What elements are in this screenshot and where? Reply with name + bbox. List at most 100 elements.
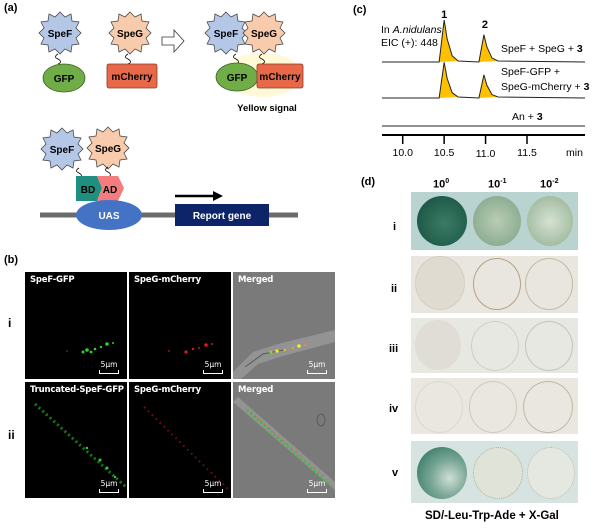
- micrograph-truncated-spef-gfp: Truncated-SpeF-GFP 5μm: [25, 382, 127, 498]
- annotation-eic: EIC (+): 448: [381, 37, 438, 49]
- bd-label: BD: [81, 185, 95, 196]
- gfp-label: GFP: [54, 74, 75, 85]
- plate-row-iii: [411, 318, 578, 373]
- yeast-spot: [525, 321, 573, 371]
- plate-row-label: ii: [391, 283, 398, 295]
- yeast-spot: [473, 447, 523, 499]
- yeast-spot: [527, 447, 575, 499]
- scale-bar: 5μm: [307, 360, 327, 374]
- spef-label: SpeF: [214, 29, 238, 40]
- annotation-prefix: In: [381, 24, 393, 36]
- panel-title: Merged: [238, 385, 274, 395]
- panel-b-row-label: i: [8, 316, 12, 330]
- uas-label: UAS: [98, 211, 119, 222]
- x-tick-label: 10.5: [434, 147, 455, 159]
- green-fluorescence: [33, 402, 127, 490]
- panel-c-label: (c): [353, 4, 367, 16]
- mcherry-label: mCherry: [259, 72, 301, 83]
- medium-caption: SD/-Leu-Trp-Ade + X-Gal: [425, 510, 559, 522]
- panel-title: SpeF-GFP: [30, 275, 75, 285]
- report-gene-rect: [175, 204, 269, 226]
- panel-a-label: (a): [4, 2, 18, 14]
- peak-area: [439, 62, 459, 98]
- scale-bar: 5μm: [307, 479, 327, 493]
- arrow-icon: [161, 28, 185, 54]
- panel-a-diagram: SpeF GFP SpeG mCherry SpeF SpeG GFP mChe…: [38, 11, 304, 230]
- peak-area: [439, 20, 459, 62]
- bd-domain: [76, 176, 102, 201]
- mcherry-rect: [106, 63, 158, 89]
- yeast-spot: [417, 447, 467, 499]
- brightfield-hypha: [233, 330, 335, 379]
- yeast-spot: [527, 196, 573, 246]
- ad-label: AD: [103, 185, 117, 196]
- mcherry-rect: [256, 63, 304, 89]
- trace-label-1: SpeF + SpeG + 3: [501, 43, 583, 55]
- scale-bar: 5μm: [203, 479, 223, 493]
- scale-label: 5μm: [204, 360, 222, 369]
- green-fluorescence: [66, 342, 114, 354]
- scale-label: 5μm: [100, 360, 118, 369]
- scale-label: 5μm: [100, 479, 118, 488]
- micrograph-speg-mcherry: SpeG-mCherry 5μm: [129, 382, 231, 498]
- scale-label: 5μm: [308, 479, 326, 488]
- scale-bar: 5μm: [99, 479, 119, 493]
- yellow-signal-label: Yellow signal: [237, 103, 297, 114]
- panel-b-label: (b): [4, 254, 19, 266]
- report-gene-label: Report gene: [193, 211, 252, 222]
- panel-d-label: (d): [361, 176, 376, 188]
- speg-label: SpeG: [117, 29, 143, 40]
- micrograph-merged: Merged 5μm: [233, 272, 335, 379]
- dilution-header: 100: [433, 178, 450, 191]
- plate-row-label: v: [392, 467, 399, 479]
- mcherry-label: mCherry: [111, 72, 153, 83]
- peak-label-2: 2: [482, 19, 488, 31]
- scale-label: 5μm: [308, 360, 326, 369]
- trace-label-2b: SpeG-mCherry + 3: [501, 81, 590, 93]
- scale-label: 5μm: [204, 479, 222, 488]
- yeast-spot: [523, 381, 573, 433]
- plate-row-v: [411, 441, 578, 503]
- yeast-spot: [415, 381, 463, 433]
- ad-domain: [97, 176, 124, 201]
- micrograph-merged: Merged 5μm: [233, 382, 335, 498]
- linker: [55, 53, 61, 65]
- panel-b-row-label: ii: [8, 428, 15, 442]
- panel-title: SpeG-mCherry: [134, 385, 201, 395]
- panel-title: Merged: [238, 275, 274, 285]
- red-fluorescence: [168, 343, 213, 354]
- x-axis-unit: min: [566, 147, 583, 159]
- x-tick-label: 11.0: [476, 148, 496, 160]
- panel-title: SpeG-mCherry: [134, 275, 201, 285]
- dilution-header: 10-1: [488, 178, 507, 191]
- peak-label-1: 1: [441, 9, 447, 21]
- plate-row-label: iii: [389, 343, 399, 355]
- speg-label: SpeG: [251, 29, 277, 40]
- plate-row-ii: [411, 256, 578, 313]
- speg-label: SpeG: [95, 144, 121, 155]
- panel-title: Truncated-SpeF-GFP: [30, 385, 124, 395]
- yeast-spot: [417, 196, 467, 246]
- scale-bar: 5μm: [99, 360, 119, 374]
- micrograph-spef-gfp: SpeF-GFP 5μm: [25, 272, 127, 379]
- yeast-spot: [525, 258, 573, 310]
- yeast-spot: [415, 256, 465, 310]
- yeast-spot: [471, 321, 519, 371]
- yeast-spot: [415, 320, 461, 370]
- gfp-ellipse: [42, 63, 86, 93]
- spef-label: SpeF: [50, 145, 74, 156]
- linker: [105, 166, 111, 178]
- uas-ellipse: [76, 200, 142, 230]
- peak-area: [478, 34, 498, 62]
- yeast-spot: [469, 381, 517, 433]
- arrow-head-icon: [213, 191, 223, 201]
- x-tick-label: 10.0: [392, 147, 413, 159]
- linker: [259, 53, 265, 65]
- trace-label-2a: SpeF-GFP +: [501, 66, 560, 78]
- yeast-spot: [473, 196, 521, 246]
- dilution-header: 10-2: [540, 178, 559, 191]
- annotation-species: A.nidulans: [392, 24, 442, 36]
- micrograph-speg-mcherry: SpeG-mCherry 5μm: [129, 272, 231, 379]
- linker: [125, 53, 131, 65]
- trace-line: [382, 19, 586, 63]
